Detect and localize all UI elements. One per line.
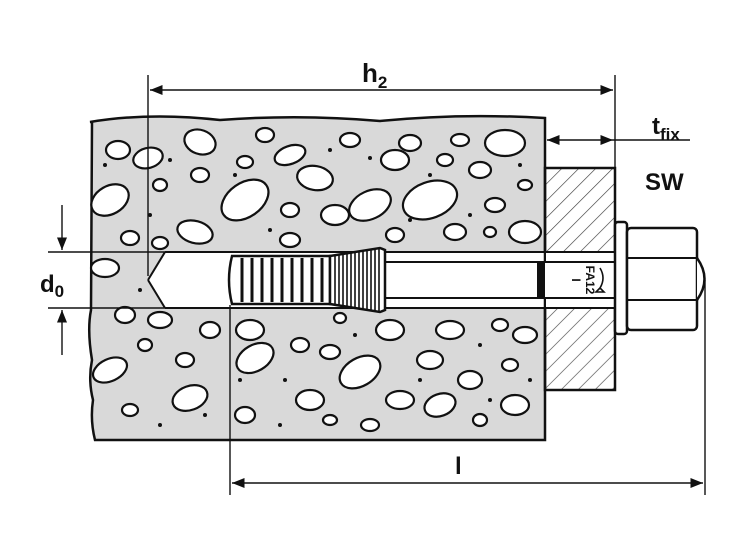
l-label: l [455,453,462,480]
sw-label: SW [645,169,684,196]
stamp-line2: I [569,278,583,281]
marking-band [537,262,545,298]
knurled-cone [328,246,387,314]
hex-nut [625,226,706,332]
d0-label: d0 [40,271,64,301]
tfix-label: tfix [652,113,680,144]
stamp-line1: FA12 [583,266,597,295]
expansion-sleeve [227,254,332,306]
fish-logo-icon [594,267,606,293]
washer [613,220,629,336]
h2-label: h2 [362,58,387,92]
dimension-lines [48,75,706,495]
bolt-stamp: FA12 I [569,266,606,295]
aggregate-stones [89,126,543,433]
